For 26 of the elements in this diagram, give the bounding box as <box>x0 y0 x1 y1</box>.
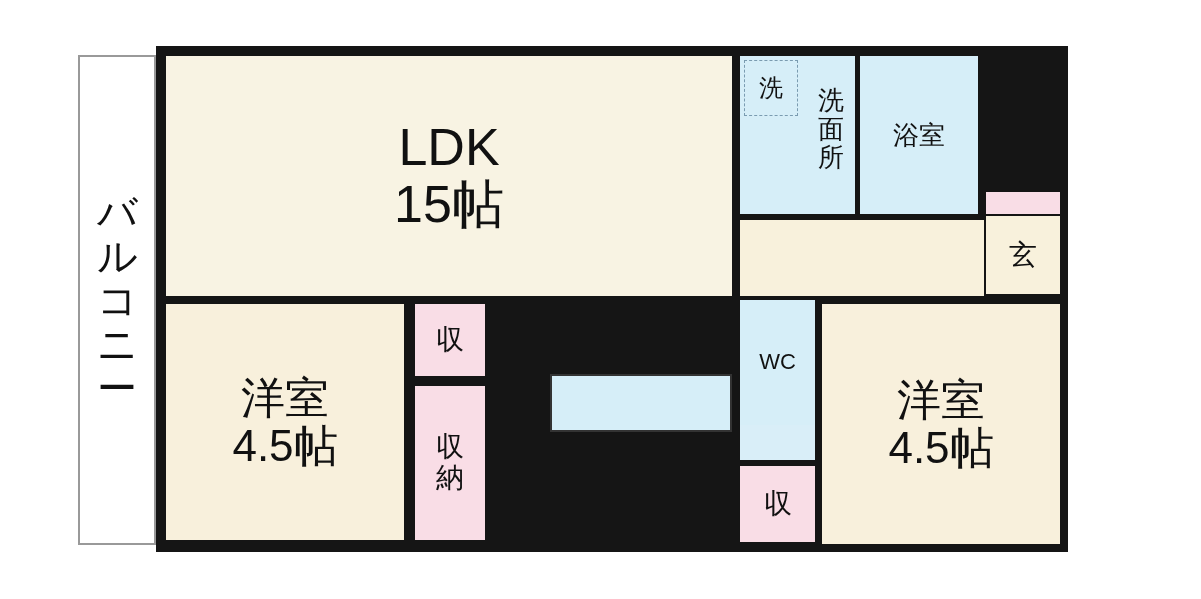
room-label: 浴室 <box>893 120 945 150</box>
room-label: 4.5帖 <box>888 424 994 473</box>
room-label: 玄 <box>1009 239 1037 271</box>
room-label: バルコニー <box>96 190 138 410</box>
room-label: 4.5帖 <box>232 422 338 471</box>
room-label: LDK <box>398 118 500 176</box>
room-floor <box>166 304 404 540</box>
washer-space <box>744 60 798 116</box>
room-label: 収納 <box>435 432 465 494</box>
room-floor <box>822 304 1060 544</box>
room-label: 洋室 <box>241 373 329 422</box>
closet <box>740 466 815 542</box>
room-label: WC <box>759 350 796 375</box>
closet <box>415 386 485 540</box>
room-label: 15帖 <box>394 176 504 234</box>
room-floor <box>166 56 732 296</box>
closet <box>415 304 485 376</box>
balcony <box>78 55 156 545</box>
entrance-floor <box>986 216 1060 294</box>
room-label: 収 <box>436 324 464 356</box>
room-label: 洗 <box>759 74 783 102</box>
bathroom-floor <box>860 56 978 214</box>
room-label: 洋室 <box>897 375 985 424</box>
room-label: 収 <box>763 488 792 520</box>
room-label: 洗面所 <box>817 86 845 172</box>
washroom-floor <box>740 56 855 214</box>
